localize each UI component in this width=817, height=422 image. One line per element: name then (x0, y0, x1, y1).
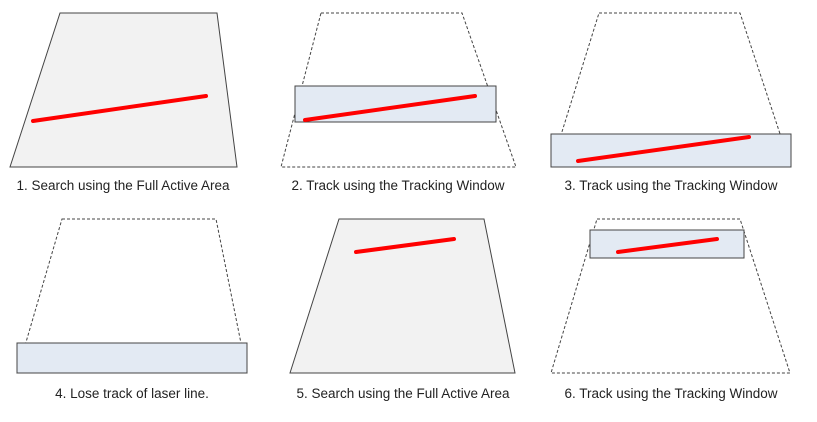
laser-line (354, 237, 456, 254)
panel-1 (9, 12, 238, 168)
panel-5-caption: 5. Search using the Full Active Area (296, 386, 510, 401)
panel-5 (289, 218, 516, 374)
active-area-outline (280, 12, 517, 168)
active-area-outline (550, 12, 792, 168)
panel-6 (550, 218, 791, 374)
active-area (9, 12, 238, 168)
active-area (289, 218, 516, 374)
tracking-window (16, 342, 248, 374)
active-area-outline (550, 218, 791, 374)
tracking-window (550, 133, 792, 168)
panel-1-caption: 1. Search using the Full Active Area (16, 178, 230, 193)
panel-4-caption: 4. Lose track of laser line. (55, 386, 209, 401)
panel-3-caption: 3. Track using the Tracking Window (564, 178, 778, 193)
laser-line (31, 94, 208, 123)
panel-3 (550, 12, 792, 168)
laser-line (303, 94, 477, 122)
panel-6-caption: 6. Track using the Tracking Window (564, 386, 778, 401)
panel-2 (280, 12, 517, 168)
panel-2-caption: 2. Track using the Tracking Window (291, 178, 505, 193)
laser-line (576, 135, 751, 163)
laser-line (616, 237, 719, 254)
panel-4 (16, 218, 248, 374)
